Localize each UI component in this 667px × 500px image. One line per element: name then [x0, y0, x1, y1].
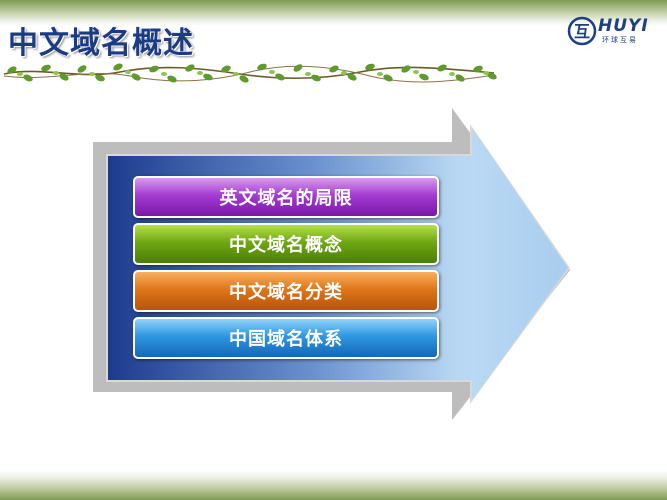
top-gradient-band [0, 0, 667, 26]
page-title: 中文域名概述 [8, 26, 194, 61]
bottom-gradient-band [0, 470, 667, 500]
menu-item-chinese-domain-concept[interactable]: 中文域名概念 [133, 223, 439, 265]
menu-item-chinese-domain-categories[interactable]: 中文域名分类 [133, 270, 439, 312]
company-logo: 互 HUYI 环球互易 [567, 16, 662, 46]
menu-item-china-domain-system[interactable]: 中国域名体系 [133, 317, 439, 359]
menu-item-english-domain-limits[interactable]: 英文域名的局限 [133, 176, 439, 218]
logo-name: HUYI [598, 16, 649, 36]
vine-decoration [3, 63, 497, 83]
logo-mark-icon: 互 [567, 16, 597, 46]
logo-mark-glyph: 互 [574, 22, 590, 41]
logo-tagline: 环球互易 [602, 36, 638, 44]
